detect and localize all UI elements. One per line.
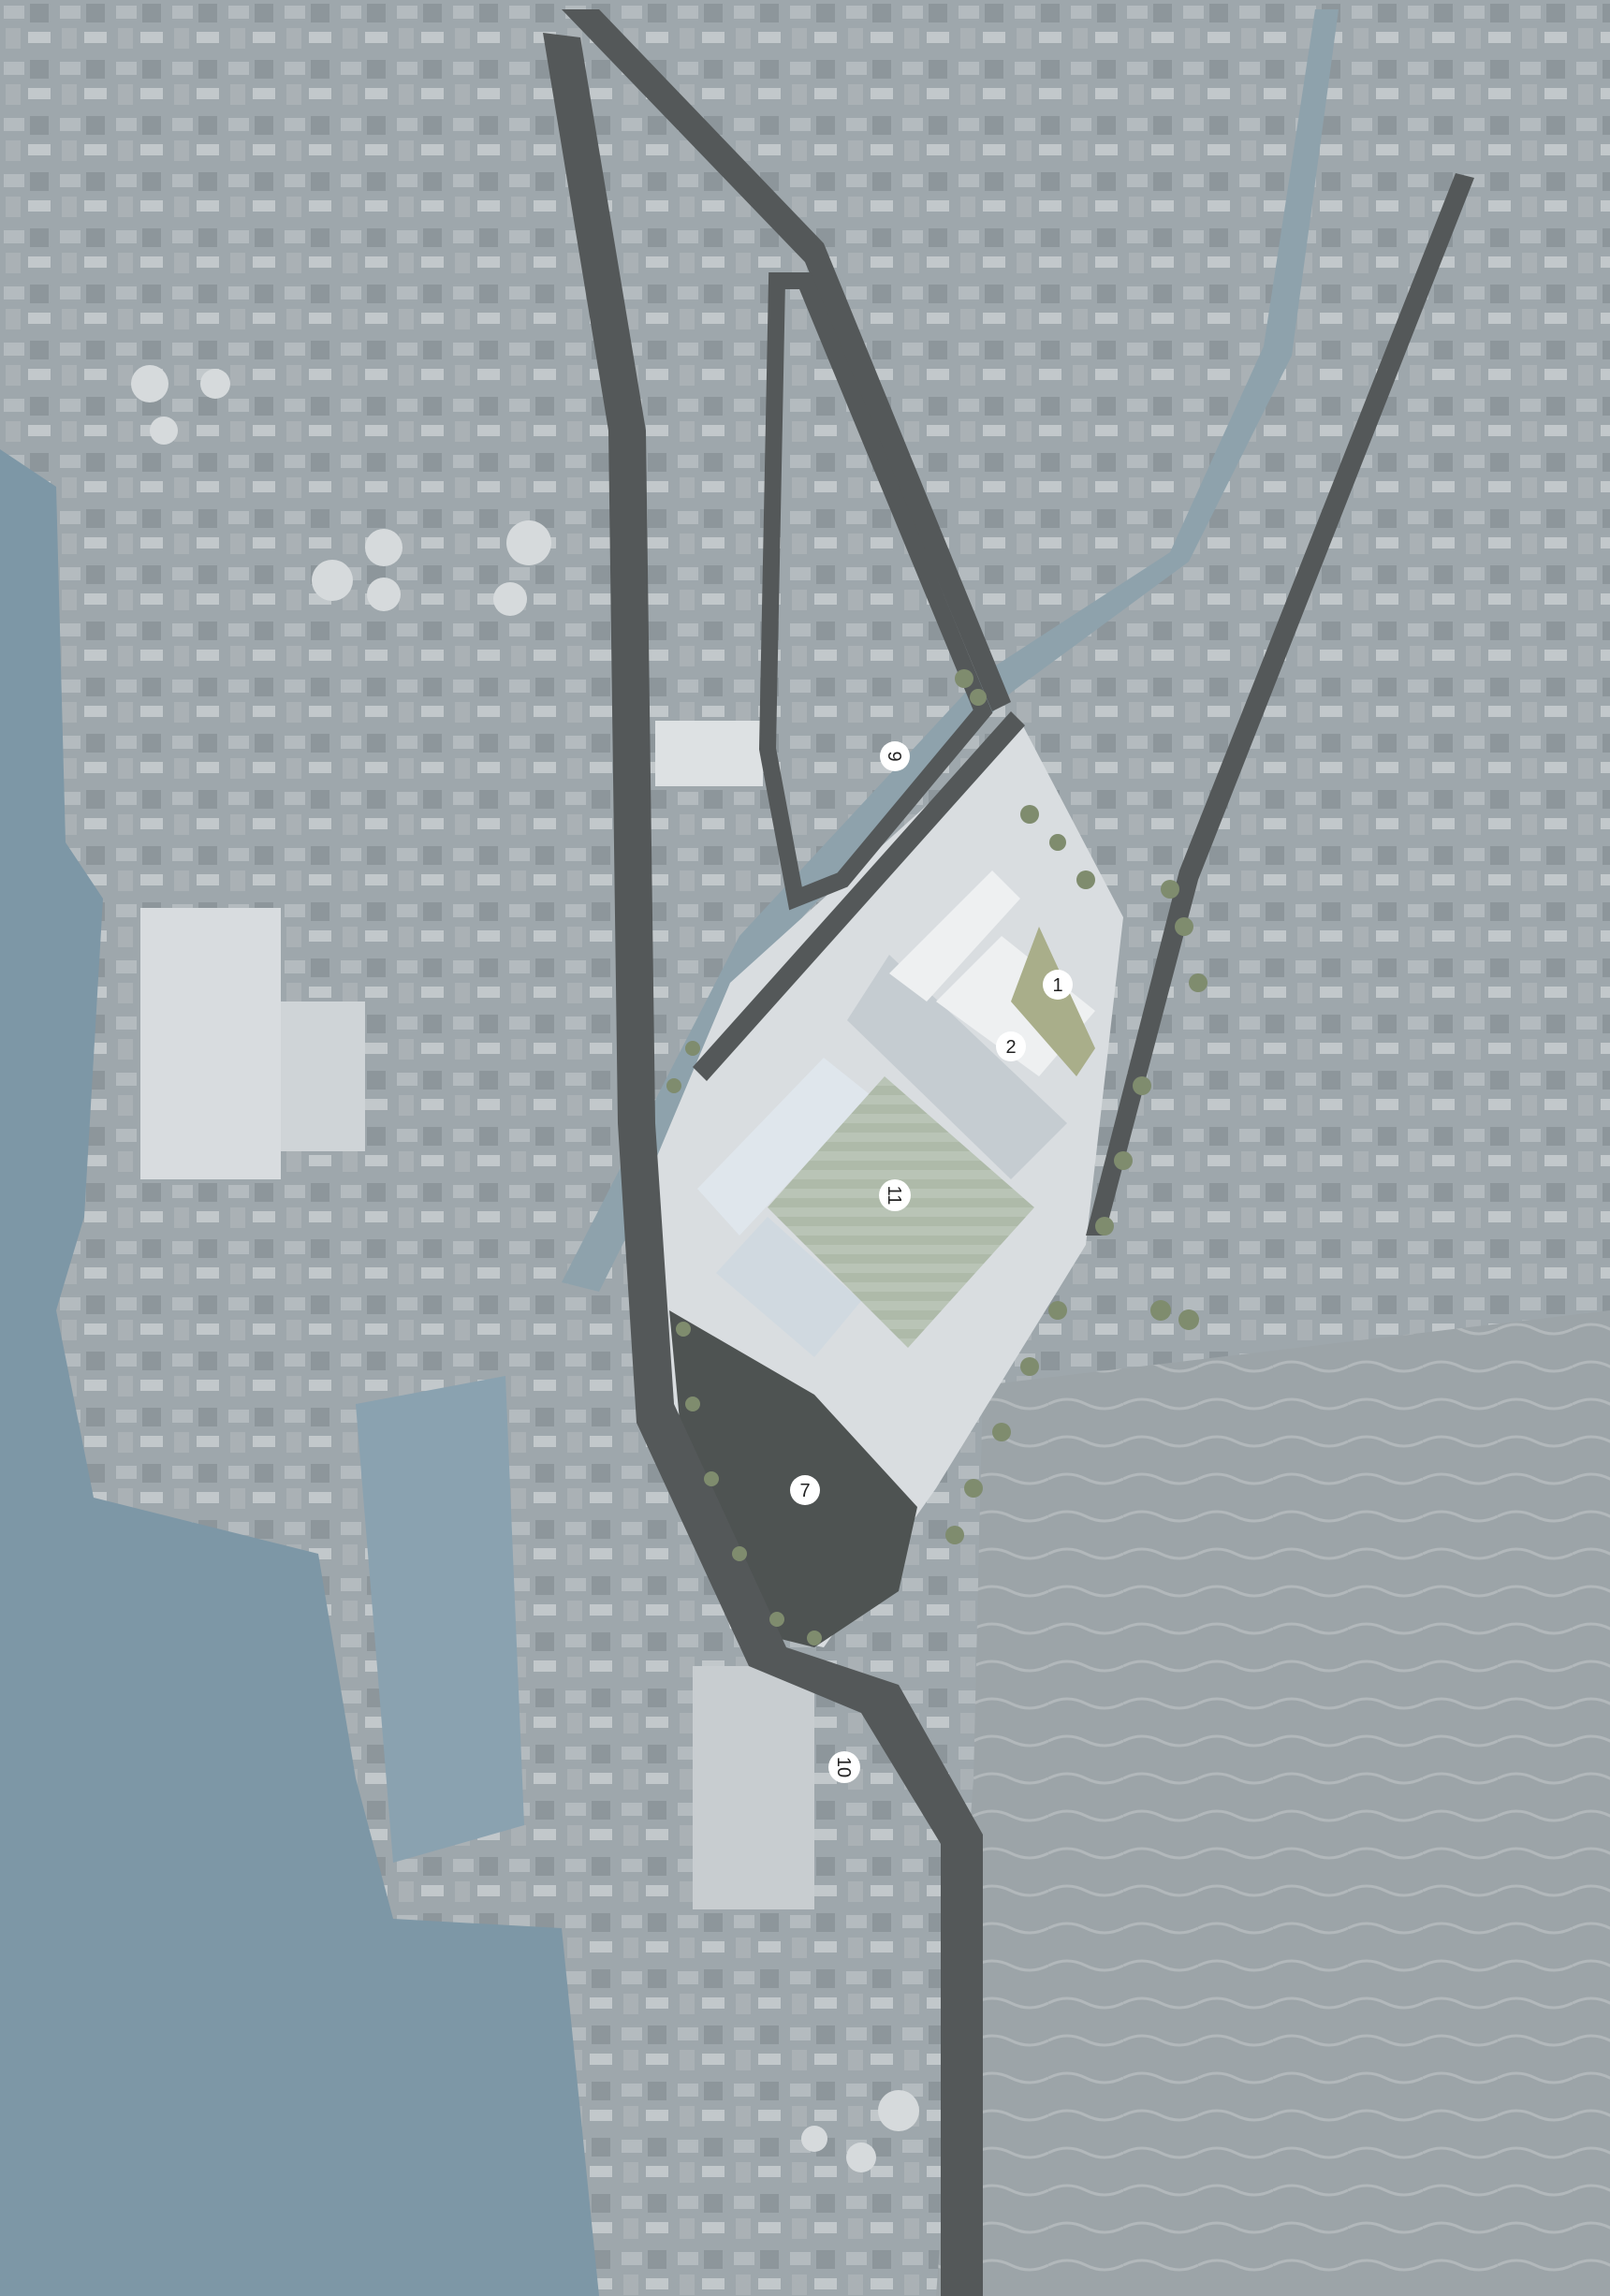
marker-10[interactable]: 10 bbox=[828, 1751, 860, 1783]
marker-9-label: 9 bbox=[884, 751, 904, 761]
marker-1[interactable]: 1 bbox=[1043, 970, 1073, 1000]
road-east bbox=[1086, 173, 1474, 1236]
marker-9[interactable]: 9 bbox=[880, 741, 910, 771]
marker-1-label: 1 bbox=[1052, 975, 1062, 996]
marker-7-label: 7 bbox=[799, 1481, 810, 1501]
road-north bbox=[562, 9, 1011, 711]
quarry-area bbox=[936, 1310, 1610, 2296]
storage-tanks bbox=[131, 365, 919, 2172]
marker-2[interactable]: 2 bbox=[996, 1031, 1026, 1061]
harbour-basin bbox=[356, 1376, 524, 1863]
stadium-pitch bbox=[768, 1076, 1034, 1348]
marker-7[interactable]: 7 bbox=[790, 1475, 820, 1505]
building-block-north bbox=[889, 870, 1020, 1002]
marker-11[interactable]: 11 bbox=[879, 1179, 911, 1211]
stand-east bbox=[847, 955, 1067, 1179]
road-canal bbox=[693, 711, 1025, 1081]
road-main-west bbox=[543, 33, 983, 2296]
marker-10-label: 10 bbox=[833, 1757, 854, 1777]
warehouse bbox=[281, 1002, 365, 1151]
sea bbox=[0, 449, 599, 2296]
marker-2-label: 2 bbox=[1005, 1037, 1016, 1058]
stand-south bbox=[716, 1217, 861, 1357]
warehouse bbox=[140, 908, 281, 1179]
road-loop bbox=[758, 272, 993, 911]
warehouse bbox=[693, 1666, 814, 1909]
marker-11-label: 11 bbox=[884, 1186, 904, 1206]
warehouse bbox=[655, 721, 763, 786]
tree-rows bbox=[666, 669, 1208, 1645]
green-area bbox=[1011, 927, 1095, 1076]
stand-north bbox=[697, 1058, 871, 1236]
